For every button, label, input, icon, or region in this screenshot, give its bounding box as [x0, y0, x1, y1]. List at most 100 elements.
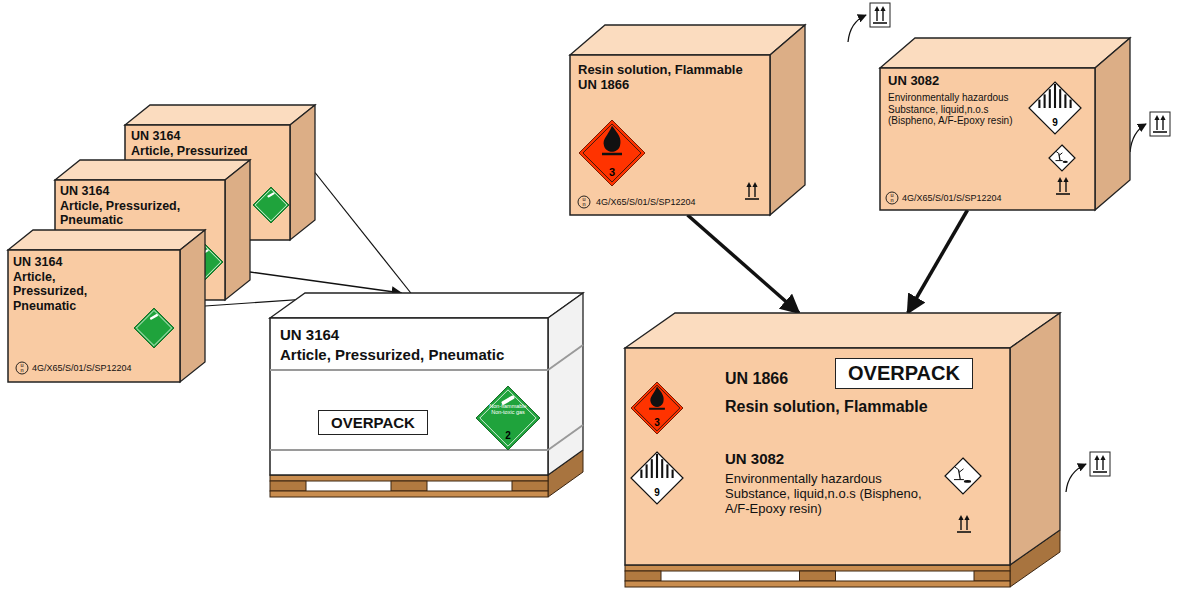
symbol-arrow [754, 186, 755, 197]
symbol-frame [1150, 112, 1170, 136]
hazard-inner-line [634, 385, 680, 431]
hazard-inner-line [255, 189, 287, 221]
box-text: Article, Pressurized, Pneumatic [60, 199, 185, 228]
box-text: Article, Pressurized, Pneumatic [13, 270, 133, 313]
symbol-base [873, 22, 887, 24]
hazard-label [253, 187, 289, 223]
box-text: UN 3164 [280, 326, 535, 343]
leader-arrow [848, 15, 866, 42]
ground-line [954, 479, 964, 480]
box-top-face [570, 25, 805, 55]
leader-arrow [1066, 464, 1086, 492]
hazard-inner-line [583, 124, 641, 182]
stretch-wrap-band [548, 425, 583, 450]
symbol-arrowhead [1154, 115, 1159, 120]
class9-stripe [1049, 89, 1051, 108]
class9-stripe [656, 454, 658, 478]
stretch-wrap-band [270, 449, 548, 451]
package-box: UN 3164Article, Pressurized, Pneumatic4G… [8, 230, 205, 382]
box-text: UN 3164 [131, 129, 281, 143]
symbol-arrow [1102, 459, 1103, 470]
package-box: Resin solution, Flammable UN 1866 4G/X65/… [570, 25, 805, 215]
un-packaging-symbol [886, 192, 898, 204]
box-text: Resin solution, Flammable UN 1866 [578, 63, 764, 93]
hazard-diamond [945, 458, 981, 494]
flow-arrow [250, 272, 401, 293]
box-top-face [8, 230, 205, 250]
box-top-face [625, 313, 1060, 348]
this-way-up-symbol [1150, 112, 1170, 136]
box-side-face [180, 230, 205, 382]
symbol-base [1093, 471, 1107, 473]
symbol-arrowhead [1100, 455, 1105, 460]
symbol-arrowhead [746, 182, 751, 187]
label-text: u n [890, 193, 895, 205]
flame-icon [649, 387, 665, 410]
this-way-up-symbol [1090, 452, 1110, 476]
symbol-arrow [1059, 181, 1060, 192]
pallet-block [800, 571, 836, 581]
symbol-arrowhead [964, 515, 969, 520]
hazard-label [1029, 82, 1081, 134]
hazard-label [631, 382, 683, 434]
pallet-deck [270, 475, 548, 481]
hazard-label [1049, 145, 1075, 171]
box-front-face [8, 250, 180, 382]
hazard-label [631, 452, 683, 504]
hazard-inner-line [480, 390, 536, 446]
packaging-code: 4G/X65/S/01/S/SP12204 [32, 363, 132, 373]
this-way-up-symbol [745, 182, 759, 199]
fish-icon [964, 480, 971, 483]
flow-arrow [908, 210, 968, 313]
pallet-block [512, 481, 548, 491]
overpack-label: OVERPACK [318, 410, 428, 435]
symbol-arrowhead [1063, 177, 1068, 182]
symbol-arrowhead [1057, 177, 1062, 182]
box-top-face [270, 293, 583, 318]
overpack-pallet: UN 3164Article, Pressurized, PneumaticOV… [270, 293, 583, 475]
pallet-block [974, 571, 1010, 581]
box-front-face [880, 68, 1095, 210]
symbol-arrowhead [1094, 455, 1099, 460]
label-text: 3 [606, 167, 618, 179]
packaging-code: 4G/X65/S/01/S/SP12204 [596, 197, 696, 207]
hazard-label [945, 458, 981, 494]
this-way-up-symbol [957, 515, 971, 532]
label-text: 3 [651, 418, 663, 429]
box-text: UN 3082 [725, 450, 925, 467]
hazard-label [476, 386, 540, 450]
stretch-wrap-band [270, 369, 548, 371]
box-side-face [770, 25, 805, 215]
flame-icon [602, 126, 622, 156]
symbol-arrowhead [752, 182, 757, 187]
box-top-face [880, 38, 1130, 68]
symbol-arrowhead [880, 6, 885, 11]
tree-branches [1056, 152, 1062, 156]
hazard-diamond [476, 386, 540, 450]
class9-stripe [1064, 94, 1066, 108]
box-top-face [55, 160, 250, 180]
box-side-face [548, 293, 583, 475]
class9-stripe [1059, 89, 1061, 108]
symbol-base [957, 531, 971, 533]
leader-arrow [1130, 124, 1146, 152]
symbol-arrow [876, 10, 877, 21]
label-text: 9 [1049, 118, 1061, 129]
gas-cylinder-icon [150, 314, 159, 320]
box-text: UN 3164 [60, 184, 185, 198]
box-text: UN 3082 [888, 74, 1018, 89]
symbol-arrow [1156, 119, 1157, 130]
symbol-arrowhead [958, 515, 963, 520]
overpack-label: OVERPACK [835, 358, 973, 389]
symbol-arrow [1162, 119, 1163, 130]
symbol-arrow [960, 519, 961, 530]
box-top-face [125, 105, 315, 125]
class9-stripe [1044, 94, 1046, 108]
label-text: 2 [502, 431, 514, 442]
label-text: Non-flammable Non-toxic gas [489, 404, 527, 416]
hazard-diamond [631, 452, 683, 504]
label-text: u n [20, 363, 25, 375]
box-front-face [570, 55, 770, 215]
box-side-face [290, 105, 315, 240]
hazard-diamond [1029, 82, 1081, 134]
